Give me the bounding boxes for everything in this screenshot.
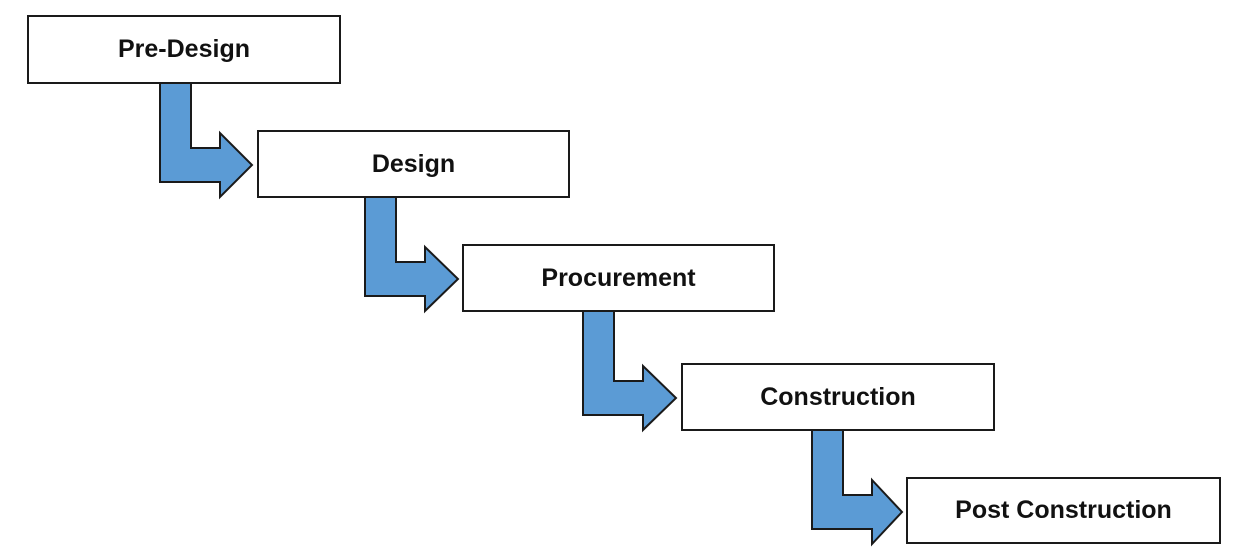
arrow-1-to-2 [159,82,254,200]
stage-label: Pre-Design [118,35,250,63]
stage-label: Post Construction [955,496,1172,524]
stage-pre-design: Pre-Design [27,15,341,84]
stage-design: Design [257,130,570,198]
arrow-3-to-4 [582,310,678,433]
stage-construction: Construction [681,363,995,431]
stage-label: Design [371,149,456,178]
stage-procurement: Procurement [462,244,775,312]
stage-label: Construction [760,382,916,411]
arrow-2-to-3 [364,196,460,314]
stage-label: Procurement [541,263,696,292]
stage-post-construction: Post Construction [906,477,1221,544]
arrow-4-to-5 [811,429,904,547]
